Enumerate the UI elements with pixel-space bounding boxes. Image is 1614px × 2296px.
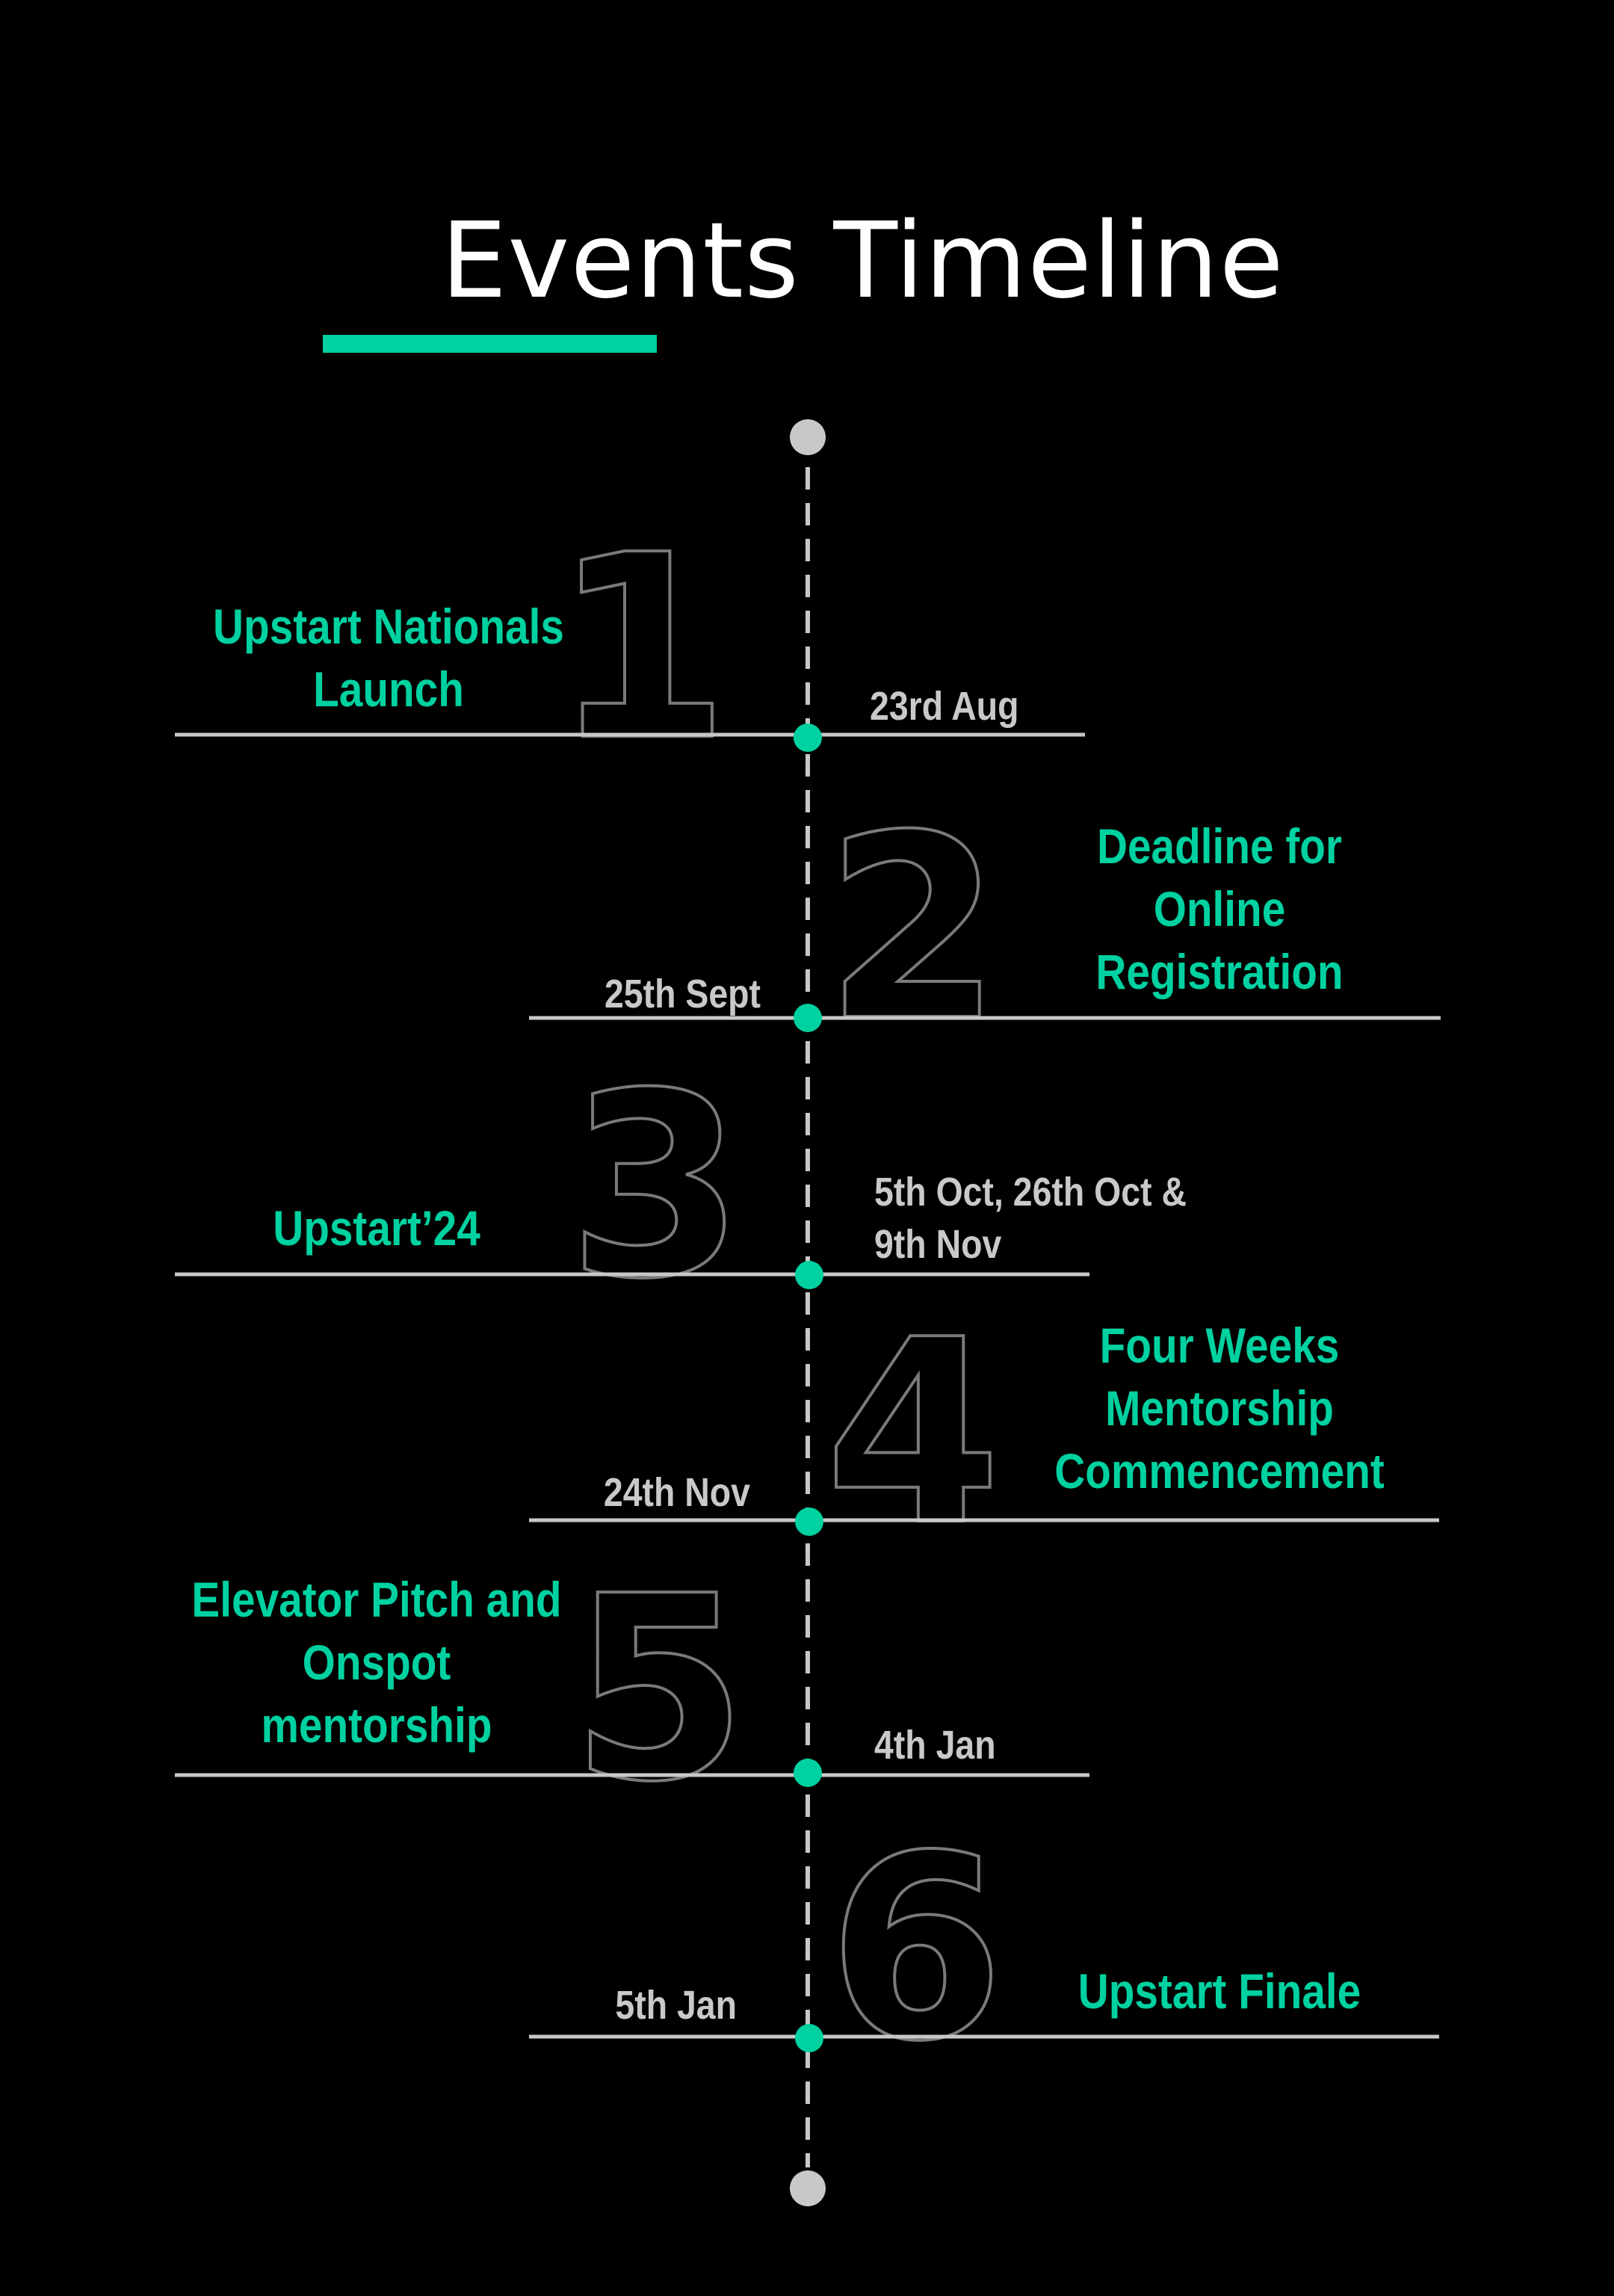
event-date-3: 5th Oct, 26th Oct & 9th Nov xyxy=(874,1166,1187,1271)
event-date-5: 4th Jan xyxy=(874,1719,996,1771)
event-number-6: 6 xyxy=(828,1801,1005,2097)
event-date-6-line-1: 5th Jan xyxy=(615,1983,737,2028)
event-title-5: Elevator Pitch and Onspot mentorship xyxy=(152,1568,602,1756)
timeline-start-cap xyxy=(790,419,826,455)
event-date-3-line-2: 9th Nov xyxy=(874,1222,1002,1267)
event-date-3-line-1: 5th Oct, 26th Oct & xyxy=(874,1170,1187,1215)
event-title-5-line-3: mentorship xyxy=(261,1697,492,1753)
event-title-2-line-1: Deadline for xyxy=(1096,818,1343,874)
event-title-2-line-3: Registration xyxy=(1095,944,1344,999)
event-date-4: 24th Nov xyxy=(493,1466,750,1519)
event-number-1: 1 xyxy=(553,501,730,797)
event-title-2: Deadline for Online Registration xyxy=(995,815,1444,1003)
event-title-1-line-1: Upstart Nationals xyxy=(213,599,564,654)
event-title-3-line-1: Upstart’24 xyxy=(273,1200,480,1256)
event-title-6-line-1: Upstart Finale xyxy=(1077,1963,1361,2019)
event-title-3: Upstart’24 xyxy=(152,1197,602,1259)
event-title-4-line-2: Mentorship xyxy=(1105,1380,1334,1436)
event-date-5-line-1: 4th Jan xyxy=(874,1723,996,1768)
event-dot-5 xyxy=(794,1759,822,1787)
event-title-1-line-2: Launch xyxy=(313,661,464,717)
event-dot-6 xyxy=(795,2024,823,2052)
event-dot-2 xyxy=(794,1004,822,1032)
event-title-1: Upstart Nationals Launch xyxy=(164,595,613,720)
event-date-1-line-1: 23rd Aug xyxy=(870,684,1019,729)
event-title-4-line-1: Four Weeks xyxy=(1099,1318,1340,1373)
page-title: Events Timeline xyxy=(441,200,1284,322)
event-date-6: 5th Jan xyxy=(480,1979,737,2031)
event-date-2-line-1: 25th Sept xyxy=(604,972,761,1016)
event-number-4: 4 xyxy=(825,1286,1002,1581)
event-number-2: 2 xyxy=(825,781,1002,1077)
event-title-5-line-2: Onspot xyxy=(302,1635,451,1690)
timeline-end-cap xyxy=(790,2170,826,2206)
event-title-4-line-3: Commencement xyxy=(1054,1443,1385,1499)
event-number-5: 5 xyxy=(571,1542,748,1838)
event-title-2-line-2: Online xyxy=(1153,881,1286,936)
event-title-4: Four Weeks Mentorship Commencement xyxy=(995,1314,1444,1502)
event-dot-1 xyxy=(794,723,822,752)
event-dot-4 xyxy=(795,1507,823,1536)
title-underline xyxy=(323,335,657,353)
event-number-3: 3 xyxy=(568,1039,745,1335)
event-date-2: 25th Sept xyxy=(504,968,761,1020)
event-title-5-line-1: Elevator Pitch and xyxy=(191,1572,562,1627)
event-date-4-line-1: 24th Nov xyxy=(603,1470,750,1515)
event-title-6: Upstart Finale xyxy=(995,1960,1444,2022)
event-date-1: 23rd Aug xyxy=(870,680,1019,732)
event-dot-3 xyxy=(795,1261,823,1289)
